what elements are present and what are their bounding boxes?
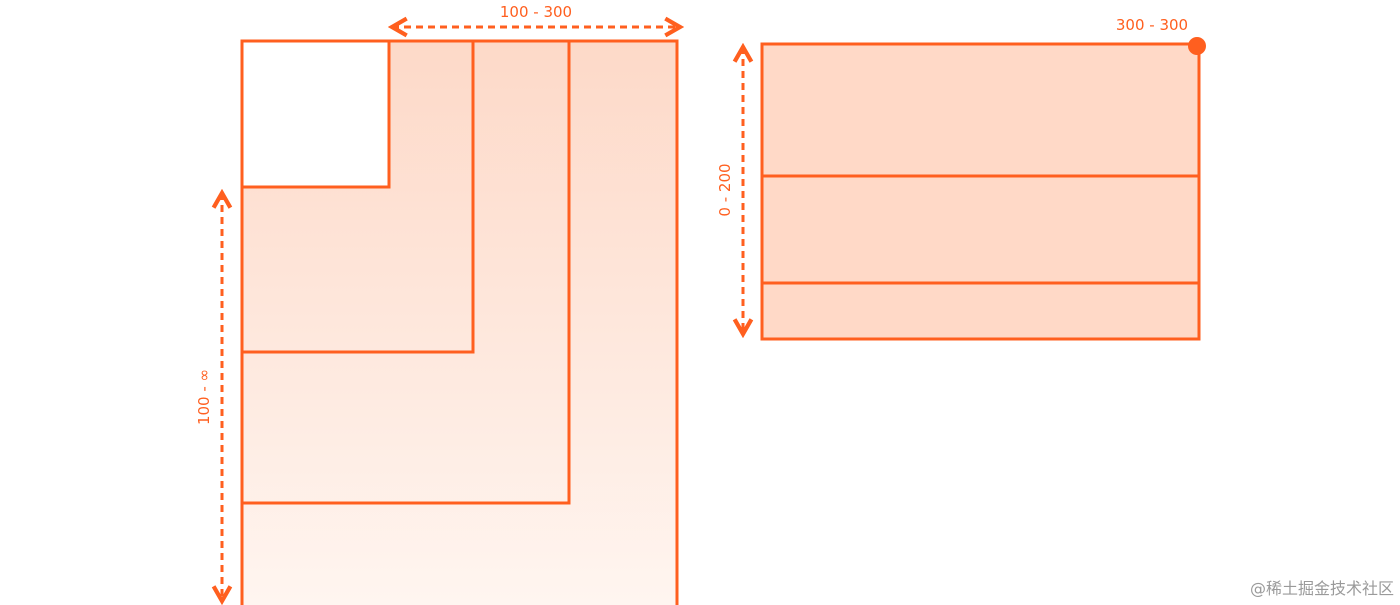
corner-label: 300 - 300 <box>1116 16 1188 34</box>
container-box <box>760 42 1201 341</box>
height-range-label: 0 - 200 <box>716 163 734 216</box>
min-box <box>240 39 391 189</box>
left-diagram: 100 - 300 100 - ∞ <box>195 3 680 605</box>
mid-box-outline <box>242 41 475 354</box>
right-diagram: 300 - 300 0 - 200 <box>716 16 1206 341</box>
watermark: @稀土掘金技术社区 <box>1249 579 1394 598</box>
corner-dot <box>1188 37 1206 55</box>
width-range-label: 100 - 300 <box>500 3 572 21</box>
large-box-outline <box>242 41 571 505</box>
height-range-label: 100 - ∞ <box>195 369 213 425</box>
